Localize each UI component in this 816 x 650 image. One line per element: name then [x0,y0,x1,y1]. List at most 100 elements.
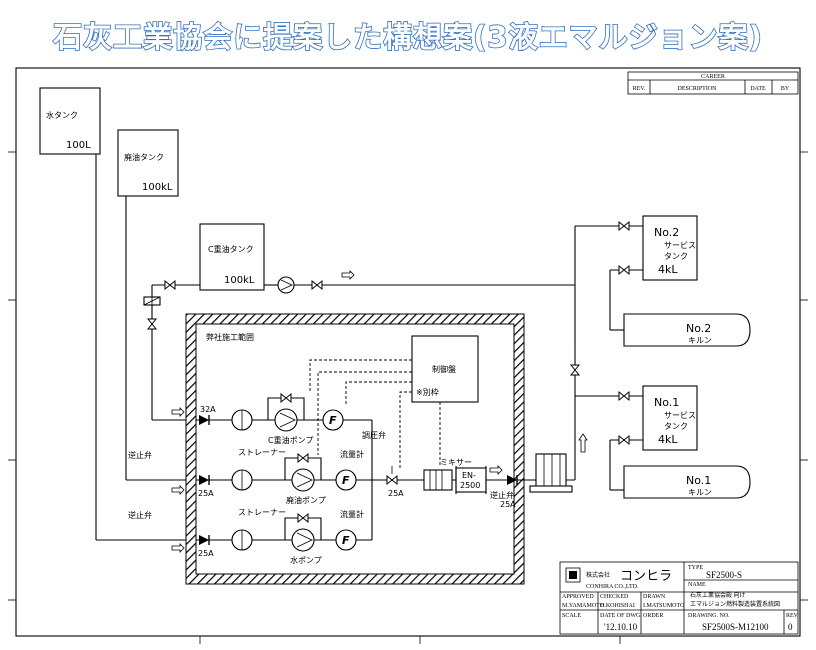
flowmeter-1-icon [322,409,344,431]
company-en: CONHIRA CO.,LTD. [586,584,639,590]
svg-text:廃油タンク: 廃油タンク [124,152,164,162]
rev-value: 0 [788,622,793,632]
description-header: DESCRIPTION [677,86,717,92]
strainer-label-2: ストレーナー [238,508,286,517]
revision-block: CAREER REV. DESCRIPTION DATE BY [627,71,799,95]
svg-text:25A: 25A [198,549,214,558]
flow-arrow-icon [341,270,355,280]
svg-text:タンク: タンク [664,252,688,261]
inlet-arrow-2-icon [171,485,185,495]
by-header: BY [781,86,790,92]
flowmeter-label-1: 流量計 [340,449,364,459]
page-title: 石灰工業協会に提案した構想案(3液エマルジョン案) [52,20,763,54]
svg-text:サービス: サービス [664,241,696,250]
svg-text:ORDER: ORDER [643,613,663,619]
service-tank-2: No.2 サービス タンク 4kL [642,215,698,281]
check-valve-label-2: 逆止弁 [128,510,152,520]
company-logo-icon [565,567,581,583]
flowmeter-2-icon [335,469,357,491]
company-name: コンヒラ [620,569,672,584]
svg-text:No.2: No.2 [654,226,679,239]
svg-text:F: F [329,414,337,427]
svg-text:DATE OF DWG.: DATE OF DWG. [600,613,642,619]
supply-line [264,221,643,344]
svg-text:100kL: 100kL [224,275,255,286]
kiln-2: No.2 キルン [623,313,751,347]
c-oil-pump-icon [274,408,298,432]
svg-text:キルン: キルン [688,488,712,497]
check-valve-out-label: 逆止弁 [490,490,514,500]
title-block: 株式会社 コンヒラ CONHIRA CO.,LTD. TYPE SF2500-S… [559,561,799,635]
drawing-frame [15,67,801,637]
service-tank-1: No.1 サービス タンク 4kL [642,385,698,451]
svg-text:水タンク: 水タンク [46,110,78,120]
row-waste-oil: 25A ストレーナー 廃油ポンプ F [196,448,372,505]
kiln-1: No.1 キルン [623,465,751,499]
emulsion-buffer-tank [529,453,573,493]
inlet-arrow-1-icon [171,407,185,417]
svg-text:DRAWING. NO.: DRAWING. NO. [688,613,730,619]
waste-oil-pump-icon [291,468,315,492]
svg-text:TYPE: TYPE [688,565,703,571]
svg-text:サービス: サービス [664,411,696,420]
branch-valve-2-icon [147,318,157,330]
name-line2: エマルジョン燃料製造装置系統図 [690,600,780,608]
svg-text:25A: 25A [198,489,214,498]
c-oil-pump-label: C重油ポンプ [268,435,313,445]
date-header: DATE [750,86,766,92]
svg-text:25A: 25A [500,500,516,509]
water-tank: 水タンク 100L [39,87,101,155]
approved-value: M.YAMAMOTO [562,603,605,609]
svg-text:No.1: No.1 [686,474,711,487]
svg-text:SCALE: SCALE [562,613,581,619]
svg-text:C重油タンク: C重油タンク [208,244,254,254]
rev-header: REV. [633,86,646,92]
mixer-label: ミキサー [440,458,472,467]
career-label: CAREER [701,74,725,80]
name-line1: 石灰工業協会殿 向け [690,591,746,599]
branch-valve-icon [164,280,176,290]
row-water: 25A ストレーナー 水ポンプ F [196,508,372,565]
supply-valve-icon [311,280,323,290]
water-pump-label: 水ポンプ [290,555,322,565]
type-value: SF2500-S [706,570,742,580]
svg-text:キルン: キルン [688,336,712,345]
service1-inlet-valve-icon [618,391,630,401]
svg-text:4kL: 4kL [658,263,678,276]
scope-label: 弊社施工範囲 [206,332,254,342]
svg-text:DRAWN: DRAWN [643,594,666,600]
svg-text:EN-: EN- [462,471,476,480]
drawn-value: I.MATSUMOTO [643,603,685,609]
right-distribution [570,344,643,480]
svg-text:4kL: 4kL [658,433,678,446]
company-small: 株式会社 [586,571,610,579]
flowmeter-label-2: 流量計 [340,509,364,519]
svg-text:APPROVED: APPROVED [562,594,594,600]
svg-text:100kL: 100kL [142,182,173,193]
svg-text:NAME: NAME [688,582,706,588]
date-value: '12.10.10 [604,622,638,632]
svg-text:※別枠: ※別枠 [416,387,439,397]
water-pump-icon [291,528,315,552]
svg-text:CHECKED: CHECKED [600,594,629,600]
svg-text:制御盤: 制御盤 [432,364,456,374]
service2-inlet-valve-icon [618,221,630,231]
svg-text:No.2: No.2 [686,322,711,335]
waste-oil-tank: 廃油タンク 100kL [117,129,179,197]
svg-text:No.1: No.1 [654,396,679,409]
svg-text:F: F [342,474,350,487]
svg-text:F: F [342,534,350,547]
size-32a: 32A [200,405,216,414]
svg-text:タンク: タンク [664,422,688,431]
svg-text:25A: 25A [388,489,404,498]
checked-value: H.KOHISHAI [600,603,635,609]
check-valve-label-1: 逆止弁 [128,450,152,460]
flowmeter-3-icon [335,529,357,551]
header-valve-icon [570,364,580,376]
waste-oil-pump-label: 廃油ポンプ [286,495,326,505]
mixer-motor-icon [423,469,453,491]
svg-text:REV.: REV. [786,613,799,619]
c-heavy-oil-tank: C重油タンク 100kL [199,223,265,291]
svg-text:2500: 2500 [460,481,480,490]
